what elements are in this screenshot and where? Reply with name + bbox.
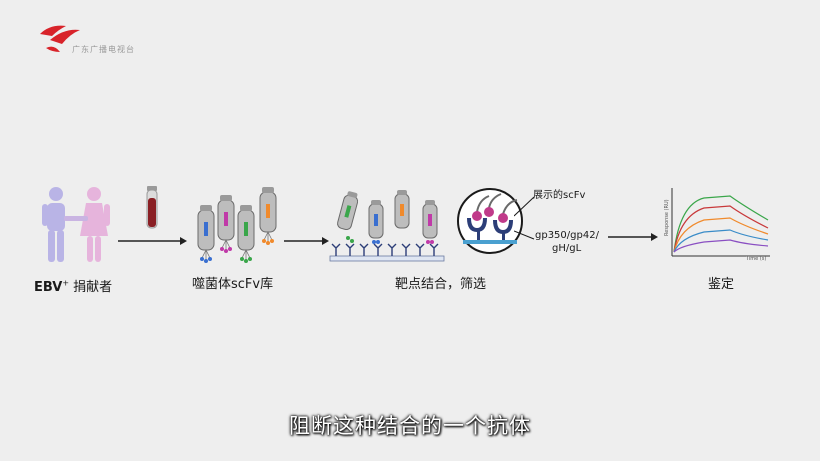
video-subtitle: 阻断这种结合的一个抗体 [289,414,531,438]
donor-couple-icon [38,186,118,272]
arrow-2 [284,231,330,250]
arrow-3 [608,227,660,246]
phage-library-icon [192,186,284,270]
library-label: 噬菌体scFv库 [192,277,274,292]
callout-line-1 [513,194,538,222]
zoom-detail-icon [455,186,525,260]
donor-label: EBV+ 捐献者 [34,278,113,295]
targets-label-1: gp350/gp42/ [535,230,599,241]
chart-xlabel: Time (s) [746,256,767,262]
tv-logo [36,18,186,58]
displayed-scfv-label: 展示的scFv [533,190,586,201]
identify-label: 鉴定 [708,277,735,292]
sensorgram-chart [664,186,774,266]
blood-tube-icon [144,186,160,234]
logo-text: 广东广播电视台 [72,45,135,54]
chart-ylabel: Response (RU) [664,199,670,236]
target-binding-icon [328,186,446,270]
targets-label-2: gH/gL [552,243,582,254]
binding-label: 靶点结合，筛选 [395,277,487,292]
callout-line-2 [513,228,538,247]
arrow-1 [118,231,188,250]
